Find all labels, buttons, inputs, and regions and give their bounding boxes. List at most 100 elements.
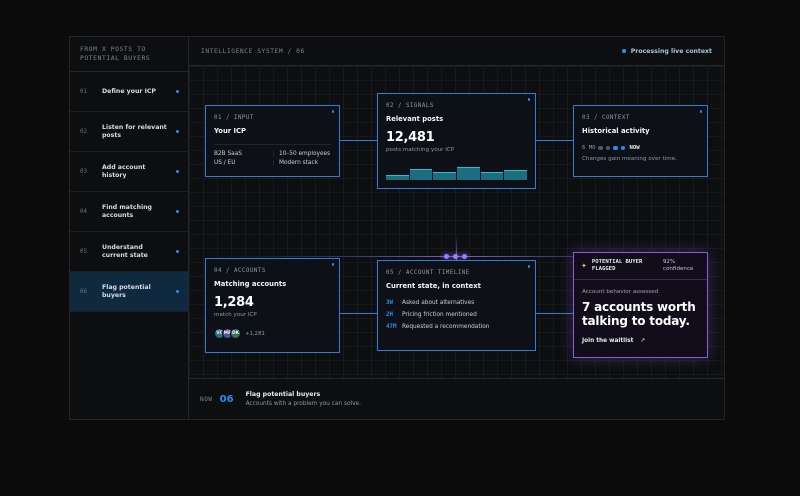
- accounts-count: 1,284: [214, 295, 254, 310]
- topbar: INTELLIGENCE SYSTEM / 06 Processing live…: [189, 37, 724, 66]
- connector-signals-context: [536, 140, 573, 141]
- step-dot-icon: [175, 169, 179, 174]
- card-tag: 05 / ACCOUNT TIMELINE: [386, 270, 470, 276]
- step-dot-icon: [175, 289, 179, 294]
- timeline-now: NOW: [629, 145, 640, 151]
- step-dot-icon: [175, 209, 179, 214]
- sidebar-step-05[interactable]: 05 Understand current state: [70, 232, 188, 272]
- card-corner-dot: [331, 110, 334, 113]
- join-waitlist-link[interactable]: Join the waitlist ↗: [582, 338, 699, 344]
- icp-attr: US / EU: [214, 160, 274, 166]
- context-sub: Changes gain meaning over time.: [582, 156, 677, 162]
- flow-canvas: 01 / INPUT Your ICP B2B SaaS 10–50 emplo…: [189, 66, 724, 380]
- footer-status: NOW 06 Flag potential buyers Accounts wi…: [189, 378, 724, 419]
- event-time: 47M: [386, 324, 397, 330]
- step-label: Listen for relevant posts: [102, 123, 167, 139]
- step-label: Understand current state: [102, 243, 148, 259]
- timeline-dot: [605, 145, 611, 151]
- icp-attr: Modern stack: [279, 160, 318, 166]
- hub-dot: [462, 254, 467, 259]
- icp-attributes: B2B SaaS 10–50 employees US / EU Modern …: [214, 144, 331, 166]
- footer-desc: Accounts with a problem you can solve.: [245, 401, 361, 407]
- step-number: 05: [80, 248, 87, 255]
- connector-accounts-timeline: [340, 313, 377, 314]
- sidebar-header: FROM X POSTS TO POTENTIAL BUYERS: [70, 37, 188, 72]
- card-title: Your ICP: [214, 127, 247, 135]
- flag-body: Account behavior assessed 7 accounts wor…: [574, 280, 707, 353]
- confidence: 92% confidence: [663, 259, 694, 273]
- step-dot-icon: [175, 129, 179, 134]
- icp-attr: B2B SaaS: [214, 151, 274, 157]
- card-title: Matching accounts: [214, 280, 287, 288]
- live-dot-icon: [622, 49, 626, 53]
- footer-text: Flag potential buyers Accounts with a pr…: [246, 391, 361, 407]
- card-corner-dot: [527, 98, 530, 101]
- sidebar-step-03[interactable]: 03 Add account history: [70, 152, 188, 192]
- card-corner-dot: [527, 265, 530, 268]
- event-text: Pricing friction mentioned: [402, 312, 477, 318]
- icp-attr: 10–50 employees: [279, 151, 331, 157]
- footer-now: NOW: [200, 395, 213, 403]
- event-text: Asked about alternatives: [402, 300, 475, 306]
- card-corner-dot: [331, 263, 334, 266]
- assessed-text: Account behavior assessed: [582, 289, 659, 295]
- card-tag: 01 / INPUT: [214, 115, 254, 121]
- card-signals[interactable]: 02 / SIGNALS Relevant posts 12,481 posts…: [377, 93, 536, 189]
- step-number: 06: [80, 288, 87, 295]
- confidence-label: confidence: [662, 266, 694, 272]
- event-row: 2H Pricing friction mentioned: [386, 309, 527, 321]
- card-context[interactable]: 03 / CONTEXT Historical activity 6 MO NO…: [573, 105, 708, 177]
- arrow-up-right-icon: ↗: [640, 338, 646, 344]
- timeline-dot: [613, 145, 618, 151]
- status-indicator: Processing live context: [622, 48, 712, 55]
- connector-timeline-flag: [536, 313, 573, 314]
- accounts-sub: match your ICP: [214, 312, 257, 318]
- event-row: 47M Requested a recommendation: [386, 321, 527, 333]
- footer-title: Flag potential buyers: [245, 391, 321, 398]
- avatars-more: +1,281: [245, 330, 265, 337]
- card-buyer-flagged[interactable]: ✦ POTENTIAL BUYER FLAGGED 92% confidence…: [573, 252, 708, 358]
- card-account-timeline[interactable]: 05 / ACCOUNT TIMELINE Current state, in …: [377, 260, 536, 351]
- posts-sub: posts matching your ICP: [386, 147, 455, 153]
- step-label: Add account history: [102, 163, 146, 179]
- step-dot-icon: [175, 89, 179, 94]
- signal-bar: [433, 171, 457, 180]
- event-text: Requested a recommendation: [402, 324, 490, 330]
- step-label: Find matching accounts: [102, 203, 152, 219]
- sidebar-step-04[interactable]: 04 Find matching accounts: [70, 192, 188, 232]
- step-label: Define your ICP: [102, 87, 156, 95]
- signal-bar: [480, 172, 504, 180]
- signal-bar: [409, 168, 433, 180]
- event-time: 3W: [386, 300, 393, 306]
- history-timeline: 6 MO NOW: [582, 145, 699, 151]
- avatar: DK: [230, 328, 241, 339]
- step-number: 04: [80, 208, 87, 215]
- account-avatars: VC MR DK +1,281: [214, 328, 331, 339]
- hub-dot: [444, 254, 449, 259]
- signal-bars: [386, 166, 528, 180]
- connector-input-signals: [340, 140, 377, 141]
- signal-bar: [457, 166, 480, 180]
- footer-step-number: 06: [219, 393, 234, 405]
- posts-count: 12,481: [386, 130, 435, 145]
- card-input[interactable]: 01 / INPUT Your ICP B2B SaaS 10–50 emplo…: [205, 105, 340, 177]
- step-number: 03: [80, 168, 87, 175]
- card-corner-dot: [699, 110, 702, 113]
- step-number: 02: [80, 128, 87, 135]
- confidence-value: 92%: [662, 259, 676, 265]
- main-panel: INTELLIGENCE SYSTEM / 06 Processing live…: [189, 37, 724, 419]
- signal-bar: [504, 169, 528, 180]
- sidebar-step-02[interactable]: 02 Listen for relevant posts: [70, 112, 188, 152]
- card-tag: 03 / CONTEXT: [582, 115, 630, 121]
- join-waitlist-label: Join the waitlist: [582, 338, 634, 344]
- card-accounts[interactable]: 04 / ACCOUNTS Matching accounts 1,284 ma…: [205, 258, 340, 353]
- flag-headline: 7 accounts worth talking to today.: [582, 300, 696, 328]
- card-title: Relevant posts: [386, 115, 444, 123]
- sparkle-icon: ✦: [581, 262, 587, 270]
- card-title: Current state, in context: [386, 282, 481, 290]
- step-dot-icon: [175, 249, 179, 254]
- timeline-dot: [598, 145, 603, 151]
